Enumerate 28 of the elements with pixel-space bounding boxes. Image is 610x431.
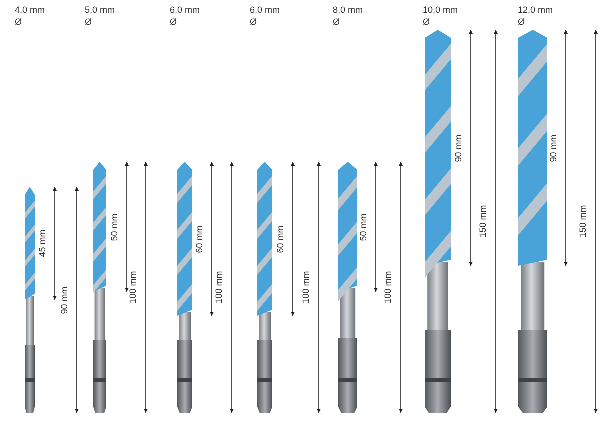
dimension-label: 50 mm	[108, 213, 120, 241]
dimension-label: 100 mm	[214, 271, 225, 304]
diameter-symbol: Ø	[85, 17, 92, 28]
diameter-symbol: Ø	[15, 17, 22, 28]
dimension-label: 150 mm	[478, 205, 489, 238]
dimension-label: 100 mm	[128, 271, 139, 304]
dimension-label: 50 mm	[358, 213, 369, 241]
diameter-label: 6,0 mm	[170, 5, 200, 16]
diameter-label: 6,0 mm	[250, 5, 280, 16]
diameter-label: 10,0 mm	[423, 5, 458, 16]
diameter-label: 12,0 mm	[518, 5, 554, 16]
dimension-label: 150 mm	[578, 205, 589, 238]
diameter-symbol: Ø	[423, 17, 430, 28]
diameter-label: 4,0 mm	[15, 5, 46, 16]
dimension-label: 90 mm	[452, 134, 464, 162]
dimension-label: 60 mm	[194, 225, 205, 253]
diameter-label: 8,0 mm	[333, 5, 364, 16]
dimension-label: 60 mm	[274, 225, 286, 253]
diameter-symbol: Ø	[250, 17, 258, 28]
diameter-label: 5,0 mm	[85, 5, 116, 16]
dimension-label: 45 mm	[36, 230, 48, 258]
dimension-label: 90 mm	[548, 134, 559, 162]
dimension-label: 100 mm	[300, 271, 312, 304]
diameter-symbol: Ø	[333, 17, 340, 28]
dimension-label: 100 mm	[382, 271, 394, 304]
diameter-symbol: Ø	[170, 17, 178, 28]
dimension-label: 90 mm	[58, 286, 70, 314]
diameter-symbol: Ø	[518, 17, 526, 28]
